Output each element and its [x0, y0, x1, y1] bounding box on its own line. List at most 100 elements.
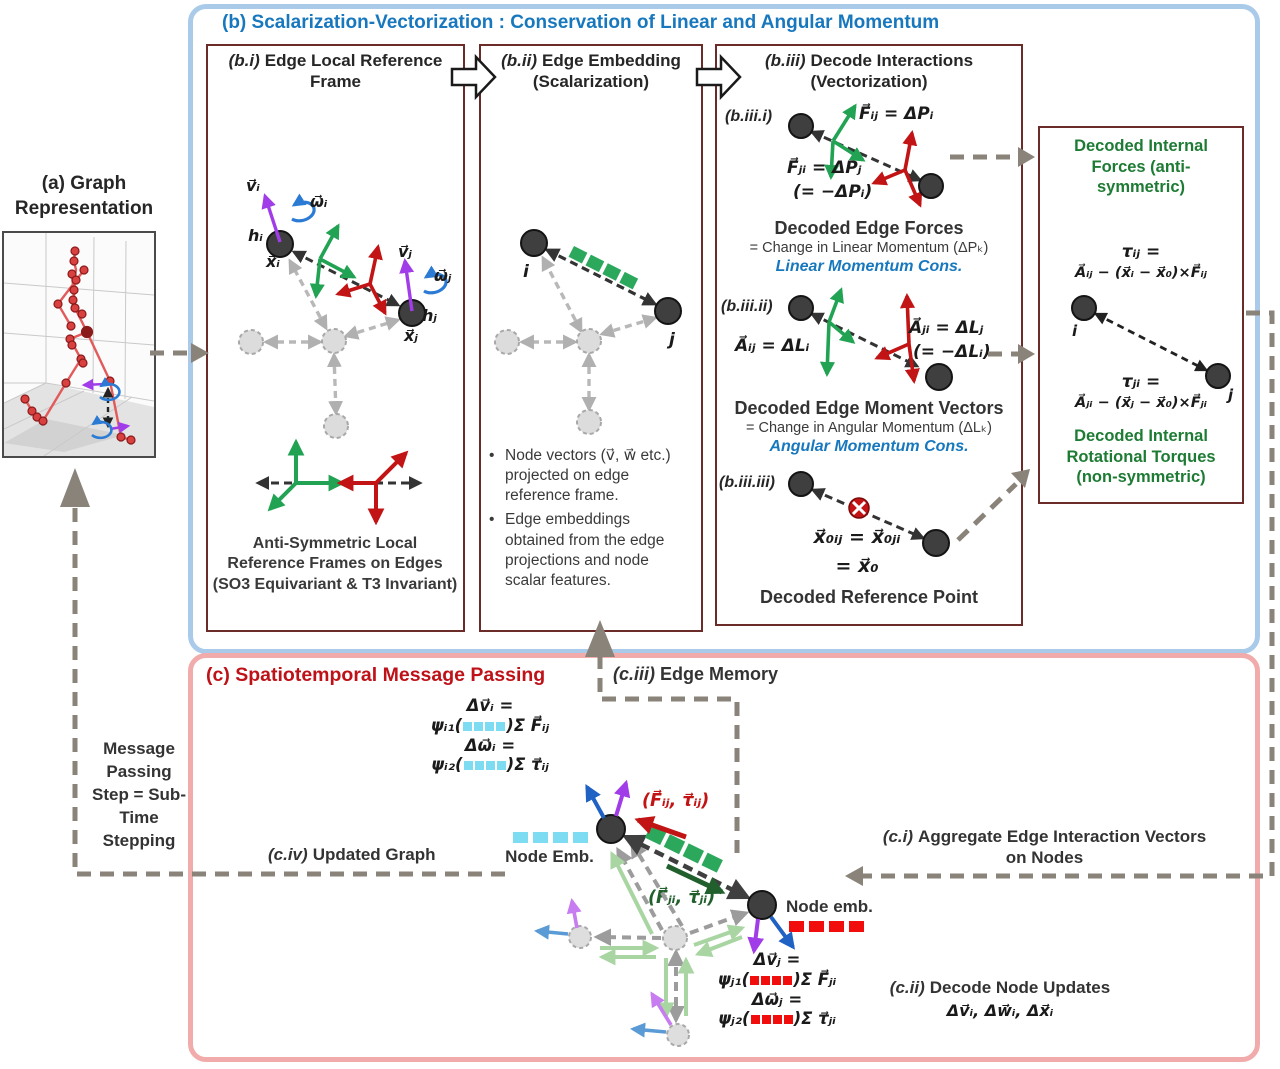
panel-bii: (b.ii)Edge Embedding (Scalarization)	[479, 44, 703, 632]
panel-a-plot	[2, 231, 156, 458]
embedding-square-cyan	[553, 832, 568, 843]
label-xj: x⃗ⱼ	[404, 326, 418, 345]
eq-dwj: Δω⃗ⱼ =	[751, 989, 803, 1009]
panel-bi-header: (b.i)Edge Local Reference Frame	[228, 51, 443, 91]
red-frame-large-icon	[336, 450, 409, 526]
sub1-cap2: = Change in Linear Momentum (ΔPₖ)	[749, 240, 989, 256]
eq-psi-j1: ψⱼ₁()Σ F⃗ⱼᵢ	[717, 969, 837, 989]
bii-bullets: • Node vectors (v⃗, w⃗ etc.) projected o…	[489, 446, 693, 591]
panel-bi: (b.i)Edge Local Reference Frame	[206, 44, 465, 632]
decoded-torques-title: Decoded Internal Rotational Torques (non…	[1066, 427, 1216, 487]
panel-biii-tag: (b.iii)	[764, 51, 806, 70]
sub2-green-frame-icon	[819, 287, 856, 378]
embedding-square-red	[783, 975, 793, 985]
omega-i-curl-icon	[291, 193, 316, 223]
graph-node-gray	[576, 328, 602, 354]
sub3-tag: (b.iii.iii)	[719, 474, 775, 491]
bii-bullet-2: • Edge embeddings obtained from the edge…	[489, 510, 693, 591]
gray-node-velocity-arrow	[566, 898, 582, 929]
sub1-node-i	[788, 113, 814, 139]
sub3-edge	[810, 488, 926, 540]
embedding-square-cyan	[513, 832, 528, 843]
panel-decoded: Decoded Internal Forces (anti-symmetric)…	[1038, 126, 1244, 504]
graph-node-i	[596, 814, 626, 844]
graph-node-gray	[568, 925, 592, 949]
label-wi: ω⃗ᵢ	[310, 192, 328, 211]
sub1-green-frame-icon	[824, 103, 866, 181]
panel-b-title: (b) Scalarization-Vectorization : Conser…	[222, 12, 940, 33]
sub3-eq1: x⃗₀ᵢⱼ = x⃗₀ⱼᵢ	[813, 526, 901, 548]
sub2-cap1: Decoded Edge Moment Vectors	[734, 398, 1004, 418]
embedding-square-red	[761, 1015, 771, 1025]
sub1-eq2: F⃗ⱼᵢ = ΔPⱼ	[787, 158, 862, 178]
decode-updates-label: (c.ii)Decode Node Updates Δv⃗ᵢ, Δw⃗ᵢ, Δx…	[845, 978, 1155, 1020]
edge-embedding-squares	[568, 246, 639, 290]
graph-node-gray	[238, 329, 264, 355]
tau-ji-lhs: τⱼᵢ =	[1121, 372, 1161, 392]
sub1-red-frame-icon	[871, 130, 923, 208]
embedding-square-cyan	[533, 832, 548, 843]
floor-shadow	[4, 419, 124, 452]
graph-node-i	[520, 229, 548, 257]
skeleton-figure	[4, 233, 154, 456]
node-j-velocity-arrow	[747, 918, 765, 955]
edge-ij	[544, 248, 658, 306]
bii-node-j-label: j	[669, 330, 675, 350]
edge-ij	[621, 834, 752, 900]
label-vj: v⃗ⱼ	[398, 242, 412, 261]
embedding-square-red	[789, 921, 804, 932]
sub3-cap1: Decoded Reference Point	[759, 587, 979, 607]
panel-bii-header: (b.ii)Edge Embedding (Scalarization)	[501, 51, 681, 91]
bii-bullet-1: • Node vectors (v⃗, w⃗ etc.) projected o…	[489, 446, 693, 506]
bii-graph	[494, 229, 682, 435]
graph-node-gray	[666, 1023, 690, 1047]
sub2-node-j	[925, 363, 953, 391]
sub1-eq1: F⃗ᵢⱼ = ΔPᵢ	[859, 104, 934, 124]
embedding-square-red	[761, 975, 771, 985]
aggregate-tag: (c.i)	[882, 827, 914, 846]
tau-ji-rhs: A⃗ⱼᵢ − (x⃗ⱼ − x⃗₀)×F⃗ⱼᵢ	[1075, 395, 1207, 411]
sub2-node-i	[788, 295, 814, 321]
graph-node-j	[747, 890, 777, 920]
bi-graph	[238, 193, 448, 526]
label-hj: hⱼ	[422, 306, 437, 325]
decoded-forces-title: Decoded Internal Forces (anti-symmetric)	[1074, 137, 1208, 197]
node-j-omega-arrow	[769, 915, 795, 950]
panel-biii: (b.iii)Decode Interactions (Vectorizatio…	[715, 44, 1023, 626]
node-j-update-equations: Δv⃗ⱼ = ψⱼ₁()Σ F⃗ⱼᵢ Δω⃗ⱼ = ψⱼ₂()Σ τ⃗ⱼᵢ	[712, 950, 842, 1029]
graph-node-gray	[662, 925, 688, 951]
embedding-square-red	[783, 1015, 793, 1025]
sub3-eq2: = x⃗₀	[835, 555, 879, 577]
decode-updates-eq: Δv⃗ᵢ, Δw⃗ᵢ, Δx⃗ᵢ	[946, 1001, 1054, 1020]
bii-node-i-label: i	[523, 262, 529, 282]
bullet-icon: •	[489, 447, 495, 464]
tau-ij-rhs: A⃗ᵢⱼ − (x⃗ᵢ − x⃗₀)×F⃗ᵢⱼ	[1075, 265, 1207, 281]
label-hi: hᵢ	[248, 226, 263, 245]
edge-ij	[291, 250, 401, 307]
embedding-square-red	[829, 921, 844, 932]
graph-node-i	[266, 230, 294, 258]
node-i-velocity-arrow	[614, 779, 631, 817]
velocity-arrow-bottom	[109, 421, 131, 434]
green-frame-icon	[309, 223, 357, 300]
skeleton-joints	[20, 246, 136, 445]
node-emb-i-squares	[513, 830, 593, 848]
tau-ij-lhs: τᵢⱼ =	[1121, 242, 1161, 262]
sub2-eq2: A⃗ⱼᵢ = ΔLⱼ	[909, 318, 984, 338]
edge-memory-tag: (c.iii)	[613, 664, 656, 684]
bi-caption: Anti-Symmetric Local Reference Frames on…	[212, 535, 458, 593]
sub2-cap2: = Change in Angular Momentum (ΔLₖ)	[746, 420, 992, 436]
gray-node-omega-arrow	[629, 1022, 667, 1038]
rotation-curl-icon	[91, 415, 113, 440]
sub3-node-i	[788, 471, 814, 497]
sub1-tag: (b.iii.i)	[725, 108, 773, 125]
panel-bii-tag: (b.ii)	[501, 51, 538, 70]
bullet-icon: •	[489, 511, 495, 529]
message-passing-label: Message Passing Step = Sub-Time Stepping	[92, 739, 186, 850]
sub1-cap3: Linear Momentum Cons.	[775, 258, 963, 275]
graph-node-gray	[494, 329, 520, 355]
reference-point-icon	[848, 497, 870, 519]
force-ji-arrow	[665, 863, 726, 895]
gray-node-velocity-arrow	[650, 991, 673, 1026]
eq-dvj: Δv⃗ⱼ =	[753, 950, 801, 969]
